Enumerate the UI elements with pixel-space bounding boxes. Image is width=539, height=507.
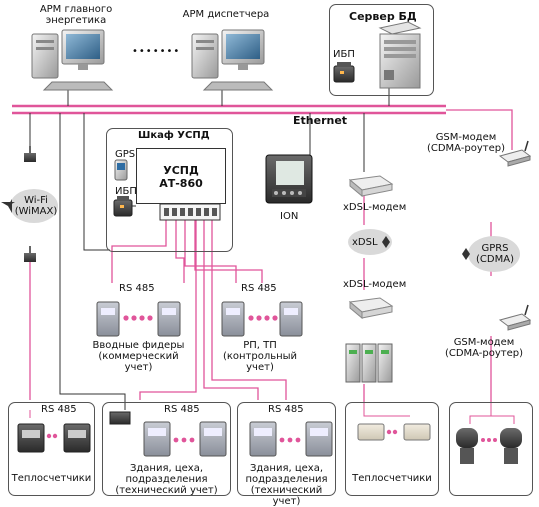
feeders-label: Вводные фидеры (коммерческий учет) [92, 340, 185, 373]
rp-tp-meters [221, 301, 303, 337]
cabinet-ups-icon [113, 196, 133, 217]
uspd-device-label: УСПД АТ-860 [159, 164, 203, 190]
rs485-bottom-2: RS 485 [164, 404, 200, 415]
ion-meter-icon [265, 154, 313, 204]
bottom-group-1-meters [17, 410, 91, 453]
xdsl-modem-top-icon [348, 175, 394, 198]
ethernet-label: Ethernet [293, 114, 348, 127]
bottom-group-4-meters [357, 402, 431, 441]
xdsl-modem-bottom-icon [348, 297, 394, 320]
bottom-group-2-label: Здания, цеха, подразделения (технический… [115, 463, 218, 496]
cabinet-ups-label: ИБП [115, 186, 137, 197]
wifi-label: Wi-Fi (WiMAX) [14, 195, 58, 217]
workstation-1-icon [31, 29, 114, 91]
ethernet-bus [12, 104, 446, 115]
bottom-group-5-meters [456, 402, 522, 464]
bottom-group-2-meters [109, 411, 227, 457]
workstation-1-label: АРМ главного энергетика [39, 4, 113, 26]
server-title: Сервер БД [349, 10, 417, 23]
rs485-bottom-3: RS 485 [268, 404, 304, 415]
xdsl-badge-label: xDSL [352, 237, 378, 248]
bottom-group-3 [237, 402, 336, 496]
bottom-group-4-label: Теплосчетчики [352, 473, 432, 484]
rs485-feeders: RS 485 [119, 283, 155, 294]
ellipsis: ••••••• [132, 46, 181, 57]
workstation-2-icon [191, 29, 274, 91]
cabinet-gps-label: GPS [115, 149, 136, 160]
gsm-modem-top-label: GSM-модем (CDMA-роутер) [426, 132, 506, 154]
gprs-badge [462, 236, 520, 272]
gsm-modem-bottom-icon [498, 304, 532, 331]
bottom-group-3-meters [249, 421, 333, 457]
feeder-meters [96, 301, 181, 337]
gsm-modem-top-icon [498, 140, 532, 167]
cabinet-title: Шкаф УСПД [138, 130, 210, 141]
server-box [329, 4, 434, 96]
gsm-modem-bottom-label: GSM-модем (CDMA-роутер) [444, 337, 524, 359]
ion-label: ION [280, 211, 299, 222]
uspd-terminal-block [159, 203, 221, 221]
gprs-label: GPRS (CDMA) [476, 243, 514, 265]
bottom-group-3-label: Здания, цеха, подразделения (технический… [245, 463, 328, 507]
xdsl-modem-bottom-label: xDSL-модем [343, 279, 407, 290]
wifi-access-point-bottom-icon [24, 246, 36, 262]
bottom-group-2 [102, 402, 231, 496]
server-ups-label: ИБП [333, 49, 355, 60]
workstation-2-label: АРМ диспетчера [182, 9, 270, 20]
wifi-access-point-top-icon [24, 146, 36, 162]
uspd-cabinet [106, 128, 233, 252]
uspd-device-box [136, 148, 226, 204]
wifi-badge [1, 189, 58, 223]
din-rail-modules-icon [345, 343, 393, 383]
bottom-group-1 [8, 402, 95, 496]
bottom-group-1-label: Теплосчетчики [11, 473, 92, 484]
rs485-rp-tp: RS 485 [241, 283, 277, 294]
rs485-bottom-1: RS 485 [41, 404, 77, 415]
bottom-group-5 [449, 402, 533, 496]
bottom-group-4 [345, 402, 439, 496]
rp-tp-label: РП, ТП (контрольный учет) [222, 340, 298, 373]
xdsl-badge [348, 229, 392, 255]
server-ups-icon [333, 62, 355, 83]
gps-device-icon [114, 159, 128, 181]
xdsl-modem-top-label: xDSL-модем [343, 202, 407, 213]
server-icon [378, 21, 422, 89]
